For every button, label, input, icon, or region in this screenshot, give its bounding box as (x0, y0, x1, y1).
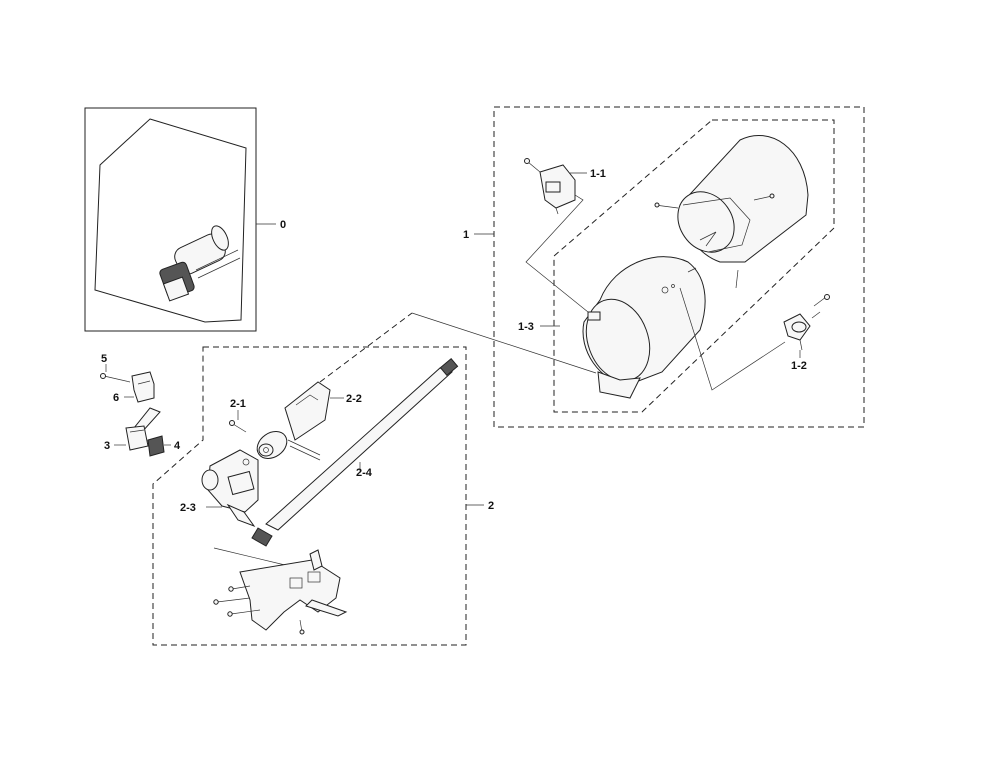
callout-4: 4 (174, 440, 181, 452)
callout-6: 6 (113, 392, 119, 404)
part-2-4-burner-tube (251, 357, 459, 547)
part-4-gasket (147, 435, 165, 457)
callout-1-1: 1-1 (590, 168, 606, 180)
callout-2-2: 2-2 (346, 393, 362, 405)
part-2-1-screw (229, 420, 247, 433)
callout-3: 3 (104, 440, 110, 452)
callout-1-2: 1-2 (791, 360, 807, 372)
group-2-valve-assembly: 2 2-1 2-2 2-4 (152, 346, 494, 646)
assembly-overview-box: 0 (84, 107, 286, 332)
part-mounting-bracket (213, 547, 348, 635)
part-1-2-thermostat (679, 287, 830, 391)
small-parts: 5 6 3 4 (100, 353, 181, 457)
connector-leader (411, 312, 597, 374)
part-heat-shield-upper (654, 135, 809, 289)
callout-0: 0 (280, 219, 286, 231)
part-5-screw (100, 373, 131, 383)
assembly-overview-thumbnail (159, 225, 241, 302)
part-2-2-igniter (256, 381, 331, 461)
callout-2: 2 (488, 500, 494, 512)
callout-1: 1 (463, 229, 469, 241)
connector-dashed (319, 312, 413, 383)
callout-1-3: 1-3 (518, 321, 534, 333)
callout-5: 5 (101, 353, 107, 365)
part-3-igniter (125, 407, 161, 451)
part-2-3-gas-valve (201, 449, 259, 528)
callout-2-4: 2-4 (356, 467, 373, 479)
callout-2-3: 2-3 (180, 502, 196, 514)
callout-2-1: 2-1 (230, 398, 246, 410)
part-1-1-bracket (524, 158, 576, 215)
part-6-clip (131, 371, 155, 403)
part-1-3-combustion-chamber (582, 256, 706, 399)
group-1-housing: 1 1-1 (463, 106, 865, 428)
